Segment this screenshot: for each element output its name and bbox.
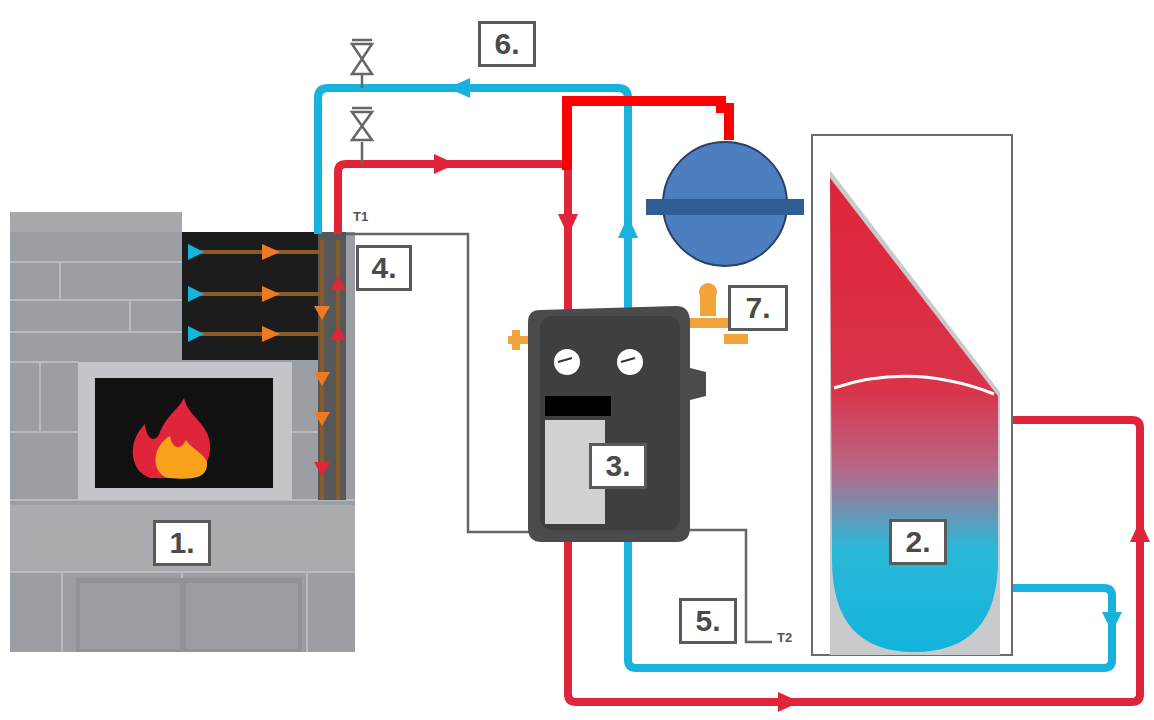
sensor-label: T1 bbox=[352, 210, 369, 223]
callout-box: 7. bbox=[728, 285, 788, 331]
callout-box: 5. bbox=[679, 598, 737, 644]
sensor-label: T2 bbox=[776, 631, 793, 644]
storage-tank bbox=[812, 135, 1012, 655]
fireplace bbox=[10, 212, 355, 652]
callout-number: 2. bbox=[905, 527, 930, 557]
callout-box: 3. bbox=[589, 443, 647, 489]
callout-number: 1. bbox=[169, 528, 194, 558]
expansion-vessel bbox=[646, 142, 804, 266]
callout-box: 4. bbox=[356, 245, 412, 291]
callout-number: 4. bbox=[371, 253, 396, 283]
callout-number: 3. bbox=[605, 451, 630, 481]
callout-box: 1. bbox=[153, 520, 211, 566]
callout-number: 5. bbox=[695, 606, 720, 636]
pump-station bbox=[508, 283, 748, 542]
sensor-wire bbox=[346, 234, 772, 642]
callout-box: 6. bbox=[478, 21, 536, 67]
shutoff-valve bbox=[352, 40, 372, 164]
callout-box: 2. bbox=[889, 519, 947, 565]
callout-number: 6. bbox=[494, 29, 519, 59]
callout-number: 7. bbox=[745, 293, 770, 323]
return-pipe bbox=[318, 78, 1122, 668]
